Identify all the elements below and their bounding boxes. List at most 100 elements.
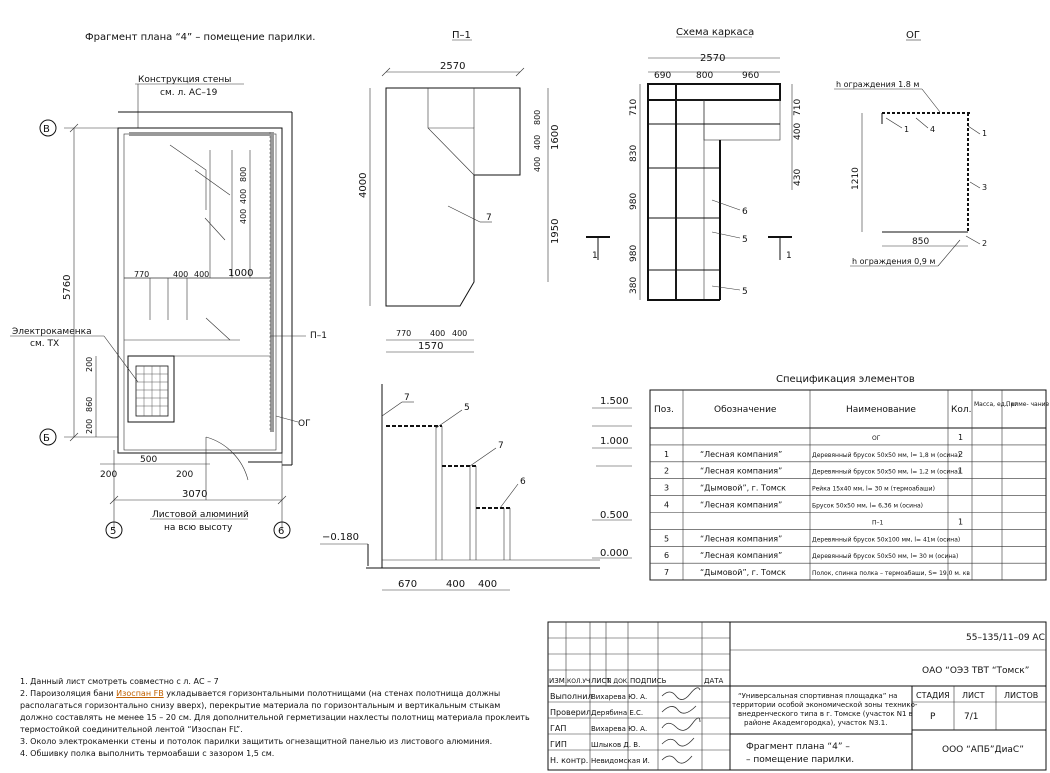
p1-dim-1950: 1950 (550, 219, 561, 244)
plan-dim-860: 860 (85, 397, 94, 412)
frame-dim-710b: 710 (793, 99, 803, 116)
note-2-end: укладывается горизонтальными полотнищами… (163, 689, 501, 698)
stove-label-2: см. ТХ (30, 339, 59, 349)
spec-title: Спецификация элементов (776, 374, 915, 385)
p1-dim-2570: 2570 (440, 61, 465, 72)
wall-note-1: Конструкция стены (138, 75, 231, 85)
isospan-fb-link[interactable]: Изоспан FB (116, 689, 164, 698)
signature-marks (661, 687, 701, 764)
lvl-0500: 0.500 (600, 510, 629, 521)
spec-h-qty: Кол. (951, 405, 972, 415)
plan-dim-400a: 400 (173, 270, 188, 279)
plan-dim-200b: 200 (176, 470, 193, 480)
frame-scheme: 2570 690 800 960 710 830 980 980 380 710… (586, 53, 803, 301)
stamp-stage: Р (930, 712, 936, 722)
section-c5: 5 (464, 403, 470, 413)
axis-5: 5 (110, 526, 116, 537)
p1-dim-770: 770 (396, 329, 411, 338)
frame-callout-5b: 5 (742, 287, 748, 297)
spec-cell-pos: 7 (664, 568, 669, 577)
og-c1b: 1 (982, 129, 987, 138)
p1-dim-4000: 4000 (358, 173, 369, 198)
note-2c: располагаться горизонтально снизу вверх)… (20, 701, 501, 710)
stamp-stage-hdr: СТАДИЯ (916, 691, 950, 700)
note-4: 4. Обшивку полка выполнить термоабаши с … (20, 749, 275, 758)
lvl-0000: 0.000 (600, 548, 629, 559)
frame-dim-830: 830 (629, 145, 639, 162)
section-c7a: 7 (404, 393, 410, 403)
frame-dim-380: 380 (629, 277, 639, 294)
frame-dim-2570: 2570 (700, 53, 725, 64)
alu-label-2: на всю высоту (164, 523, 233, 533)
stamp-sheets-hdr: ЛИСТОВ (1004, 691, 1038, 700)
spec-h-mass: Масса, ед., кг (974, 401, 1017, 408)
plan-label-og: ОГ (298, 419, 311, 429)
p1-callout-7: 7 (486, 213, 492, 223)
p1-dim-400a: 400 (533, 135, 542, 150)
spec-cell-name: Деревянный брусок 50х50 мм, l= 30 м (оси… (812, 553, 958, 560)
spec-cell-des: “Лесная компания” (700, 450, 782, 459)
spec-cell-name: Полок, спинка полка – термоабаши, S= 19,… (812, 570, 970, 577)
og-title: ОГ (906, 30, 920, 41)
note-2d: должно составлять не менее 15 – 20 см. Д… (20, 713, 530, 722)
section-c6: 6 (520, 477, 526, 487)
plan-dim-770: 770 (134, 270, 149, 279)
general-notes: 1. Данный лист смотреть совместно с л. А… (20, 676, 550, 760)
spec-h-name: Наименование (846, 405, 916, 415)
og-c3: 3 (982, 183, 987, 192)
axis-b-bottom: Б (43, 433, 50, 444)
section-mark-1b: 1 (786, 251, 792, 261)
stamp-h-koluch: КОЛ.УЧ (567, 678, 590, 685)
spec-cell-name: Деревянный брусок 50х100 мм, l= 41м (оси… (812, 536, 960, 543)
stamp-h-izm: ИЗМ. (549, 677, 567, 685)
spec-h-note: Приме- чание (1006, 401, 1050, 408)
stamp-person-3: Шлыков Д. В. (591, 741, 640, 749)
frame-callout-5a: 5 (742, 235, 748, 245)
stamp-title-2: – помещение парилки. (746, 755, 854, 765)
plan-dim-400b: 400 (194, 270, 209, 279)
lvl-m0180: −0.180 (322, 532, 359, 543)
spec-cell-qty: 1 (958, 433, 963, 442)
spec-cell-pos: 5 (664, 534, 669, 543)
stamp-h-ndok: N ДОК. (607, 678, 629, 685)
plan-fragment: Конструкция стены см. л. АС–19 В Б 5760 (10, 75, 327, 539)
plan-dim-3070: 3070 (182, 489, 207, 500)
stamp-code: 55–135/11–09 АС (966, 633, 1045, 643)
wall-note-2: см. л. АС–19 (160, 88, 218, 98)
frame-callout-6: 6 (742, 207, 748, 217)
spec-cell-pos: 2 (664, 467, 669, 476)
stamp-role-2: ГАП (550, 724, 566, 733)
stamp-role-3: ГИП (550, 740, 567, 749)
spec-h-pos: Поз. (654, 405, 674, 415)
lvl-1000: 1.000 (600, 436, 629, 447)
spec-cell-qty: 1 (958, 517, 963, 526)
frame-dim-710a: 710 (629, 99, 639, 116)
spec-cell-name: Деревянный брусок 50х50 мм, l= 1,2 м (ос… (812, 469, 960, 476)
spec-cell-qty: 1 (958, 467, 963, 476)
plan-label-p1: П–1 (310, 331, 327, 341)
stamp-sheet-hdr: ЛИСТ (962, 691, 985, 700)
og-c4: 4 (930, 125, 935, 134)
spec-cell-pos: 3 (664, 484, 669, 493)
og-dim-1210: 1210 (851, 167, 861, 190)
stamp-person-4: Невидомская И. (591, 757, 650, 765)
plan-dim-1000: 1000 (228, 268, 253, 279)
stamp-title-1: Фрагмент плана “4” – (746, 742, 850, 752)
section-dim-400a: 400 (446, 579, 465, 590)
plan-title: Фрагмент плана “4” – помещение парилки. (85, 32, 315, 43)
stamp-project-4: районе Академгородка), участок N3.1. (744, 719, 887, 727)
frame-dim-430: 430 (793, 169, 803, 186)
axis-b-top: В (43, 124, 50, 135)
stamp-h-podpis: ПОДПИСЬ (630, 677, 667, 685)
plan-dim-400d: 400 (239, 209, 248, 224)
frame-title: Схема каркаса (676, 27, 754, 38)
p1-plan: 2570 4000 800 400 400 1600 1950 7 770 40… (358, 61, 561, 353)
p1-dim-400d: 400 (452, 329, 467, 338)
og-c1a: 1 (904, 125, 909, 134)
stamp-project-2: территории особой экономической зоны тех… (732, 701, 918, 709)
p1-dim-1600: 1600 (550, 125, 561, 150)
frame-dim-980a: 980 (629, 193, 639, 210)
spec-cell-des: “Лесная компания” (700, 551, 782, 560)
